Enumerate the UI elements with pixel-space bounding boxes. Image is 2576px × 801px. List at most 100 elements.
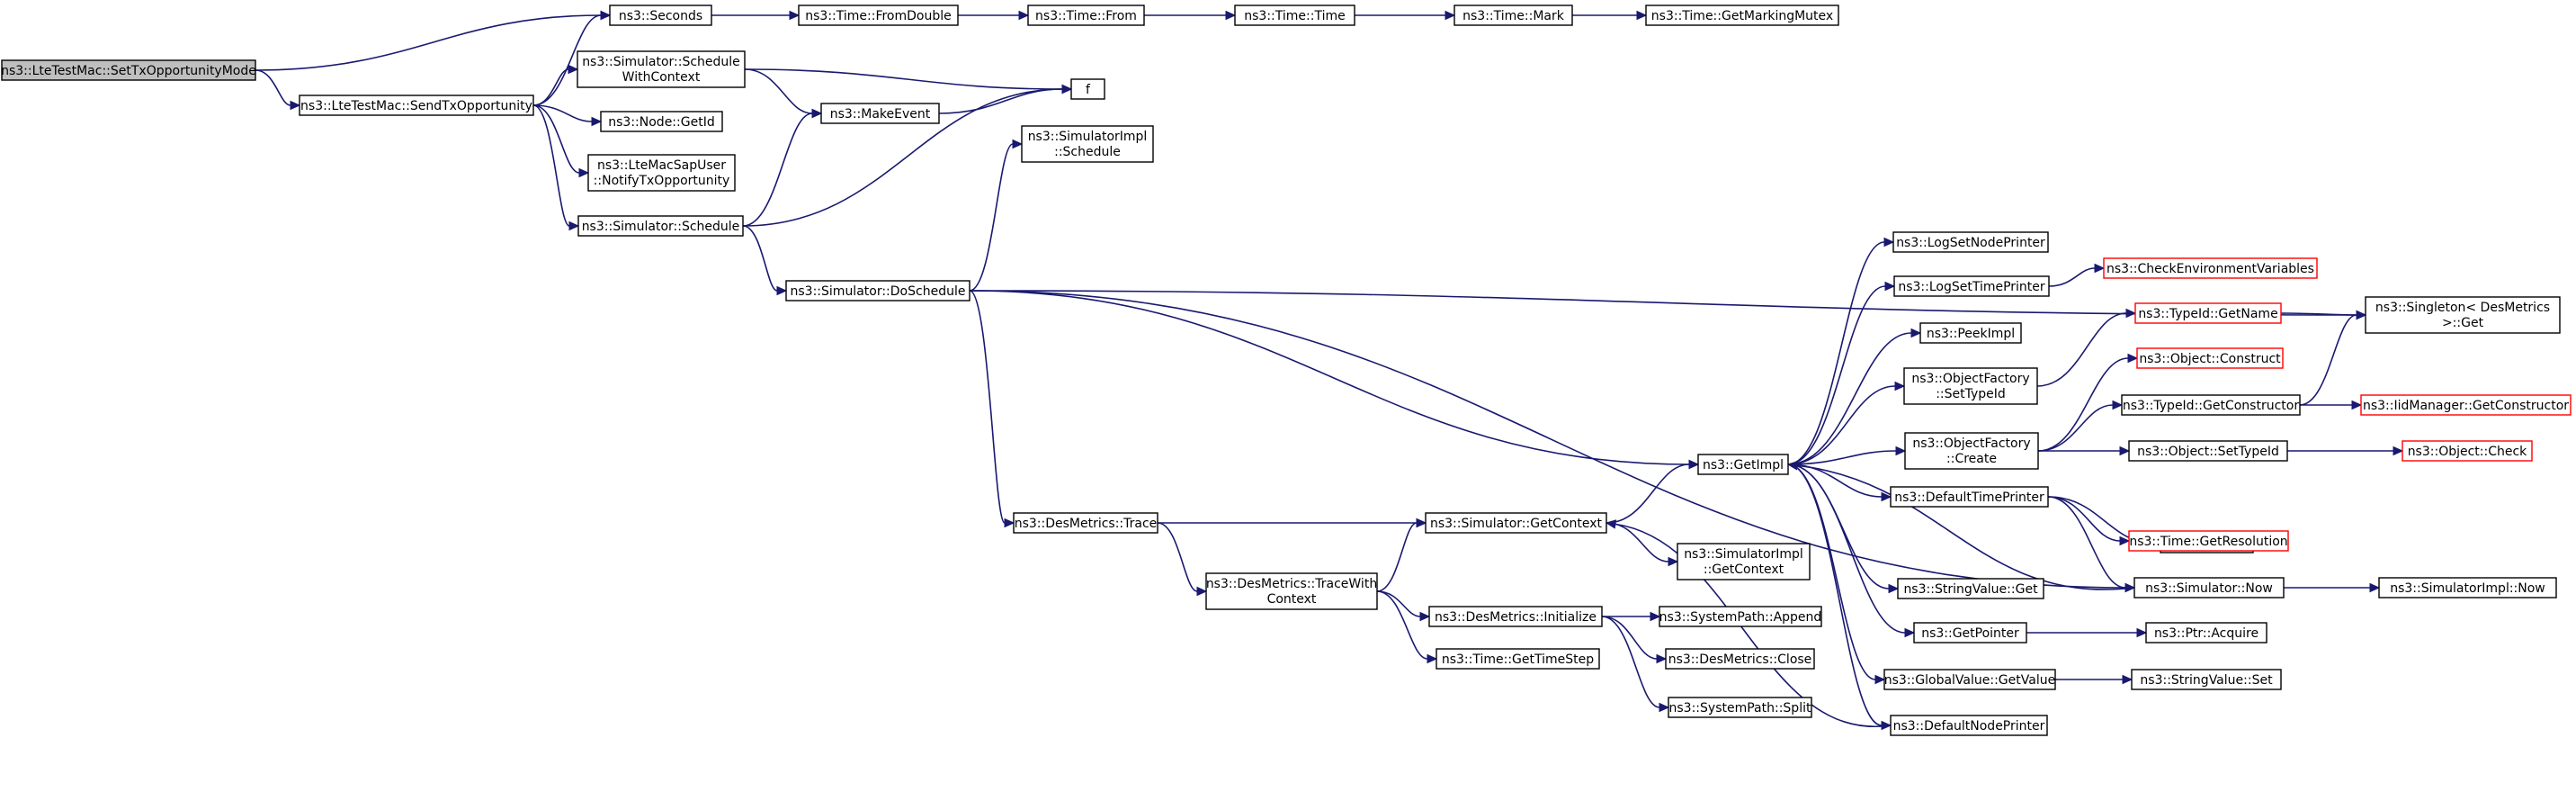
node-box (1913, 622, 2027, 644)
node-ns3-time-from[interactable]: ns3::Time::From (1027, 4, 1145, 26)
node-label: ns3::SystemPath::Append (1659, 610, 1822, 625)
node-ns3-time-fromdouble[interactable]: ns3::Time::FromDouble (798, 4, 959, 26)
node-ns3-defaulttimeprinter[interactable]: ns3::DefaultTimePrinter (1890, 486, 2049, 508)
edge-getConstructor-to-singletonGet (2299, 310, 2367, 406)
edge-timeTime-to-timeMark (1355, 10, 1456, 21)
node-box (587, 154, 736, 192)
edge-doSchedule-to-getImpl (969, 290, 1700, 470)
node-ns3-time-time[interactable]: ns3::Time::Time (1234, 4, 1355, 26)
node-ns3-getimpl[interactable]: ns3::GetImpl (1697, 454, 1789, 475)
node-box (1897, 578, 2044, 599)
node-ns3-time-getresolution[interactable]: ns3::Time::GetResolution (2128, 530, 2289, 552)
node-ns3-ptr-acquire[interactable]: ns3::Ptr::Acquire (2145, 622, 2267, 644)
edge-getImpl-to-ofCreate (1787, 446, 1907, 465)
node-box (2360, 394, 2572, 416)
node-label: ns3::StringValue::Set (2140, 673, 2273, 688)
edge-getImpl-to-getPointer (1787, 464, 1916, 638)
node-ns3-logsettimeprinter[interactable]: ns3::LogSetTimePrinter (1893, 275, 2050, 297)
node-box (2128, 440, 2288, 462)
node-ns3-simulatorimpl-now[interactable]: ns3::SimulatorImpl::Now (2378, 577, 2557, 598)
node-label: ns3::LteTestMac::SendTxOpportunity (300, 99, 532, 113)
node-label: ns3::StringValue::Get (1903, 582, 2038, 597)
node-box (1697, 454, 1789, 475)
node-box (785, 280, 970, 302)
edge-setTxOpp-to-sendTxOpp (255, 69, 301, 111)
edge-getImpl-to-ofSetTypeId (1787, 381, 1906, 465)
node-label: ns3::TypeId::GetConstructor (2123, 399, 2299, 413)
node-label: ns3::LteTestMac::SetTxOpportunityMode (1, 64, 256, 78)
node-label: ns3::SimulatorImpl (1028, 130, 1148, 144)
node-ns3-typeid-getname[interactable]: ns3::TypeId::GetName (2134, 302, 2282, 324)
node-ns3-time-getmarkingmutex[interactable]: ns3::Time::GetMarkingMutex (1645, 4, 1839, 26)
edge-ofCreate-to-objSetTypeId (2037, 446, 2131, 456)
edge-getImpl-to-peekImpl (1787, 328, 1922, 465)
node-ns3-logsetnodeprinter[interactable]: ns3::LogSetNodePrinter (1892, 231, 2049, 253)
node-label: ::GetContext (1704, 562, 1784, 577)
node-label: ns3::Object::SetTypeId (2137, 445, 2279, 459)
node-ns3-simulatorimpl-schedule[interactable]: ns3::SimulatorImpl::Schedule (1021, 125, 1154, 163)
node-box (1892, 231, 2049, 253)
node-box (2121, 394, 2301, 416)
node-label: ns3::SystemPath::Split (1669, 701, 1811, 716)
node-box (299, 94, 534, 116)
node-ns3-simulator-now[interactable]: ns3::Simulator::Now (2133, 577, 2285, 598)
node-ns3-object-check[interactable]: ns3::Object::Check (2402, 440, 2533, 462)
node-ns3-time-mark[interactable]: ns3::Time::Mark (1453, 4, 1573, 26)
node-box (1893, 275, 2050, 297)
node-ns3-simulatorimpl-getcontext[interactable]: ns3::SimulatorImpl::GetContext (1677, 543, 1811, 580)
node-ns3-node-getid[interactable]: ns3::Node::GetId (600, 111, 723, 132)
edge-traceWithContext-to-desInit (1376, 590, 1431, 622)
node-ns3-peekimpl[interactable]: ns3::PeekImpl (1919, 322, 2022, 344)
node-ns3-simulator-doschedule[interactable]: ns3::Simulator::DoSchedule (785, 280, 970, 302)
node-ns3-desmetrics-close[interactable]: ns3::DesMetrics::Close (1665, 648, 1815, 670)
node-box (2365, 296, 2561, 334)
node-ns3-desmetrics-initialize[interactable]: ns3::DesMetrics::Initialize (1428, 606, 1603, 627)
node-f[interactable]: f (1070, 78, 1105, 100)
node-label: ns3::DesMetrics::Initialize (1435, 610, 1597, 625)
node-box (577, 215, 744, 237)
node-ns3-typeid-getconstructor[interactable]: ns3::TypeId::GetConstructor (2121, 394, 2301, 416)
node-ns3-objectfactory-settypeid[interactable]: ns3::ObjectFactory::SetTypeId (1903, 367, 2038, 405)
node-box (1677, 543, 1811, 580)
node-ns3-getpointer[interactable]: ns3::GetPointer (1913, 622, 2027, 644)
node-ns3-ltetestmac-sendtxopportunity[interactable]: ns3::LteTestMac::SendTxOpportunity (299, 94, 534, 116)
node-ns3-time-gettimestep[interactable]: ns3::Time::GetTimeStep (1436, 648, 1600, 670)
node-label: >::Get (2442, 316, 2484, 330)
node-ns3-singleton-desmetrics-get[interactable]: ns3::Singleton< DesMetrics>::Get (2365, 296, 2561, 334)
node-label: ns3::DesMetrics::Close (1668, 652, 1812, 667)
node-ns3-stringvalue-get[interactable]: ns3::StringValue::Get (1897, 578, 2044, 599)
node-label: ns3::TypeId::GetName (2138, 307, 2277, 321)
node-ns3-makeevent[interactable]: ns3::MakeEvent (820, 103, 940, 124)
node-ns3-defaultnodeprinter[interactable]: ns3::DefaultNodePrinter (1890, 715, 2048, 736)
node-ns3-globalvalue-getvalue[interactable]: ns3::GlobalValue::GetValue (1883, 669, 2056, 690)
node-ns3-simulator-getcontext[interactable]: ns3::Simulator::GetContext (1425, 512, 1607, 534)
node-ns3-systempath-split[interactable]: ns3::SystemPath::Split (1668, 697, 1812, 718)
node-ns3-ltetestmac-settxopportunitymode[interactable]: ns3::LteTestMac::SetTxOpportunityMode (1, 59, 256, 81)
node-box (2131, 669, 2282, 690)
node-ns3-stringvalue-set[interactable]: ns3::StringValue::Set (2131, 669, 2282, 690)
node-label: f (1086, 83, 1091, 97)
node-box (1425, 512, 1607, 534)
node-ns3-checkenvironmentvariables[interactable]: ns3::CheckEnvironmentVariables (2103, 257, 2318, 279)
node-box (1668, 697, 1812, 718)
node-ns3-object-construct[interactable]: ns3::Object::Construct (2136, 347, 2284, 369)
node-box (1027, 4, 1145, 26)
node-ns3-ltemacsapuser-notifytxopportunity[interactable]: ns3::LteMacSapUser::NotifyTxOpportunity (587, 154, 736, 192)
node-ns3-object-settypeid[interactable]: ns3::Object::SetTypeId (2128, 440, 2288, 462)
node-ns3-simulator-schedule[interactable]: ns3::Simulator::Schedule (577, 215, 744, 237)
node-ns3-iidmanager-getconstructor[interactable]: ns3::IidManager::GetConstructor (2360, 394, 2572, 416)
edge-getImpl-to-defaultTimePrinter (1787, 464, 1892, 502)
node-ns3-objectfactory-create[interactable]: ns3::ObjectFactory::Create (1904, 432, 2039, 470)
node-label: ns3::Simulator::Schedule (582, 55, 740, 69)
node-box (609, 4, 712, 26)
node-ns3-desmetrics-trace[interactable]: ns3::DesMetrics::Trace (1013, 512, 1158, 534)
edge-ofCreate-to-objConstruct (2037, 353, 2139, 452)
node-label: ::Schedule (1054, 145, 1121, 159)
node-ns3-systempath-append[interactable]: ns3::SystemPath::Append (1659, 606, 1822, 627)
node-ns3-seconds[interactable]: ns3::Seconds (609, 4, 712, 26)
edge-globalGetValue-to-stringValueSet (2055, 674, 2133, 685)
edge-objSetTypeId-to-objCheck (2286, 446, 2404, 456)
node-label: ns3::Node::GetId (608, 115, 714, 130)
